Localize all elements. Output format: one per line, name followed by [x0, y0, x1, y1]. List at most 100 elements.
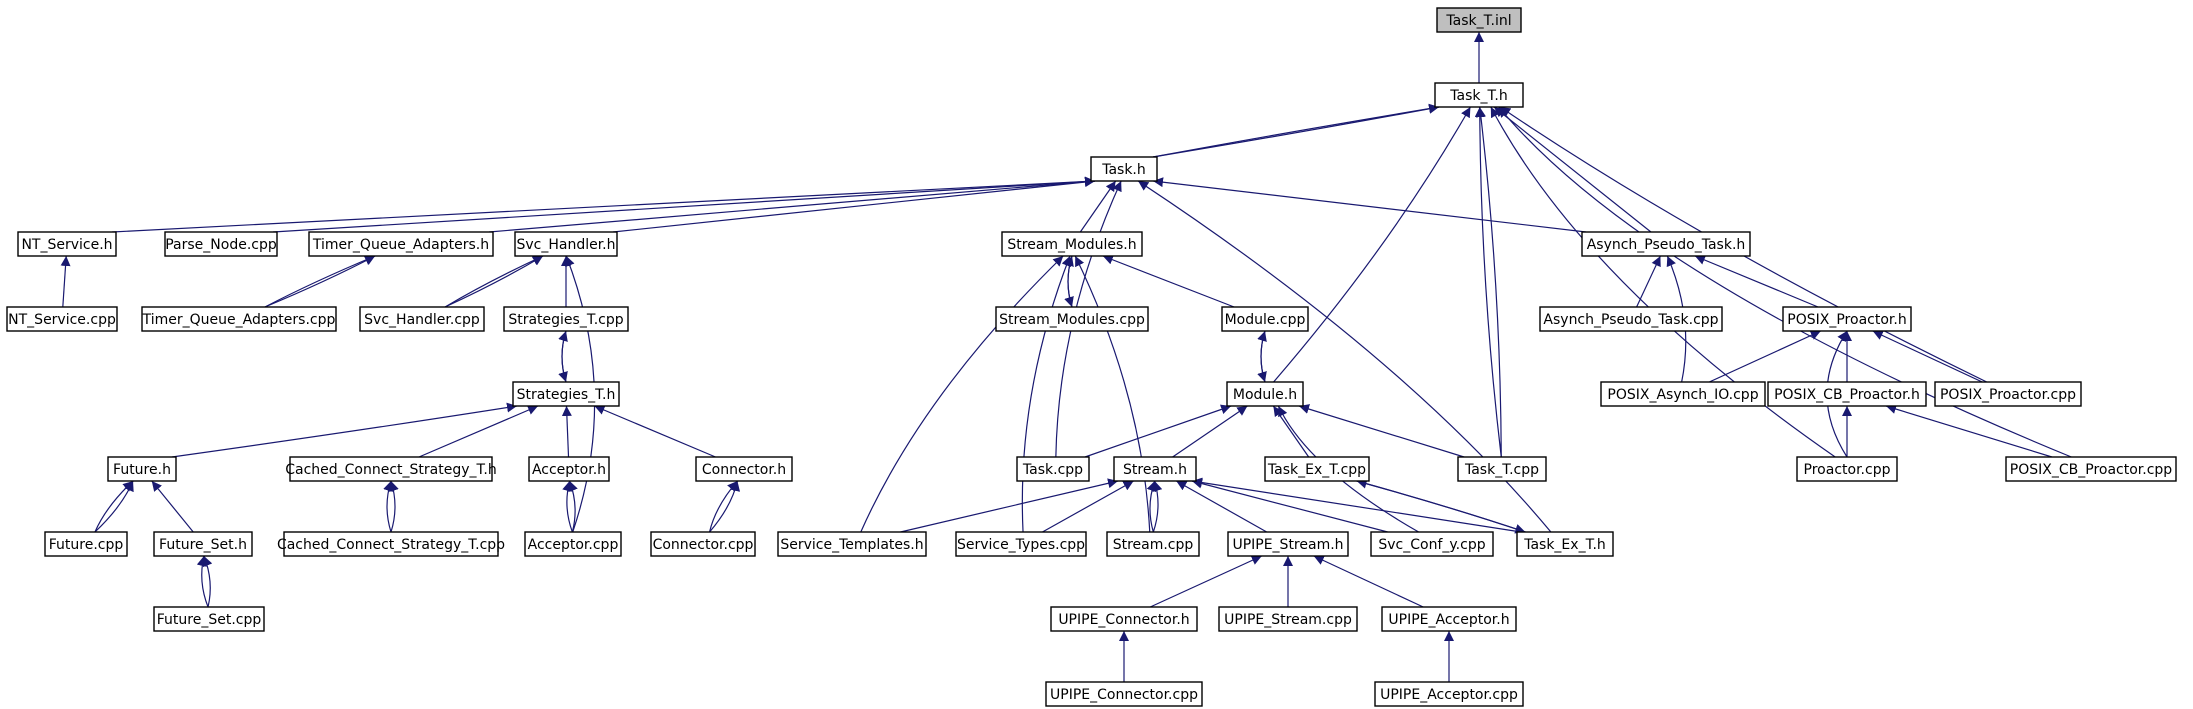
node-upipe-connector-cpp[interactable]: UPIPE_Connector.cpp	[1045, 681, 1203, 707]
node-svc-conf-y-cpp[interactable]: Svc_Conf_y.cpp	[1370, 531, 1494, 557]
node-nt-service-cpp[interactable]: NT_Service.cpp	[6, 306, 118, 332]
node-task-t-cpp[interactable]: Task_T.cpp	[1457, 456, 1547, 482]
edge-svc_handler_cpp-to-svc_handler_h	[444, 255, 544, 308]
node-asynch-pseudo-task-cpp[interactable]: Asynch_Pseudo_Task.cpp	[1539, 306, 1723, 332]
node-svc-handler-cpp[interactable]: Svc_Handler.cpp	[359, 306, 485, 332]
edge-service_types_cpp-to-stream_h	[1042, 480, 1134, 533]
node-nt-service-h[interactable]: NT_Service.h	[17, 231, 117, 257]
node-task-t-h[interactable]: Task_T.h	[1434, 82, 1524, 108]
node-upipe-stream-cpp[interactable]: UPIPE_Stream.cpp	[1218, 606, 1358, 632]
edge-future_set_h-to-future_h	[151, 480, 194, 533]
node-acceptor-cpp[interactable]: Acceptor.cpp	[524, 531, 622, 557]
node-module-cpp[interactable]: Module.cpp	[1221, 306, 1309, 332]
edge-svc_conf_y_cpp-to-stream_h	[1191, 478, 1388, 533]
edge-acceptor_h-to-strategies_t_h	[561, 405, 572, 458]
node-task-h[interactable]: Task.h	[1090, 156, 1158, 182]
node-box	[308, 231, 494, 257]
node-box	[1600, 381, 1766, 407]
node-box	[512, 381, 620, 407]
node-box	[1516, 531, 1614, 557]
edge-module_h-to-module_cpp	[1257, 330, 1267, 383]
node-label: UPIPE_Connector.h	[1058, 612, 1189, 628]
node-strategies-t-cpp[interactable]: Strategies_T.cpp	[503, 306, 629, 332]
node-ccs-t-cpp[interactable]: Cached_Connect_Strategy_T.cpp	[277, 531, 505, 557]
edge-task_cpp-to-module_h	[1084, 404, 1232, 458]
node-label: Task_T.cpp	[1464, 462, 1539, 478]
node-label: Stream_Modules.cpp	[999, 312, 1145, 328]
node-connector-h[interactable]: Connector.h	[695, 456, 793, 482]
node-box	[1370, 531, 1494, 557]
node-posix-proactor-h[interactable]: POSIX_Proactor.h	[1782, 306, 1912, 332]
node-ccs-t-h[interactable]: Cached_Connect_Strategy_T.h	[285, 456, 497, 482]
node-posix-cb-proactor-h[interactable]: POSIX_CB_Proactor.h	[1767, 381, 1927, 407]
edge-stream_cpp-to-stream_modules_h	[1074, 255, 1151, 533]
node-box	[1106, 531, 1200, 557]
node-task-cpp[interactable]: Task.cpp	[1016, 456, 1090, 482]
node-box	[2005, 456, 2177, 482]
node-acceptor-h[interactable]: Acceptor.h	[528, 456, 610, 482]
node-stream-modules-cpp[interactable]: Stream_Modules.cpp	[995, 306, 1149, 332]
edge-future_set_cpp-to-future_set_h	[202, 555, 213, 608]
node-box	[514, 231, 618, 257]
edge-tqa_h-to-task_h	[488, 176, 1096, 233]
node-service-templates-h[interactable]: Service_Templates.h	[777, 531, 927, 557]
node-label: Asynch_Pseudo_Task.cpp	[1543, 312, 1718, 328]
node-future-cpp[interactable]: Future.cpp	[44, 531, 128, 557]
node-stream-h[interactable]: Stream.h	[1113, 456, 1197, 482]
edge-future_h-to-strategies_t_h	[171, 402, 518, 458]
node-upipe-acceptor-h[interactable]: UPIPE_Acceptor.h	[1381, 606, 1517, 632]
node-future-h[interactable]: Future.h	[107, 456, 177, 482]
node-label: Connector.h	[702, 462, 786, 478]
node-label: Acceptor.h	[532, 462, 606, 478]
node-upipe-connector-h[interactable]: UPIPE_Connector.h	[1050, 606, 1198, 632]
node-upipe-acceptor-cpp[interactable]: UPIPE_Acceptor.cpp	[1374, 681, 1524, 707]
edge-future_cpp-to-future_h	[94, 480, 134, 533]
node-future-set-h[interactable]: Future_Set.h	[153, 531, 253, 557]
node-box	[44, 531, 128, 557]
edge-asynch_pseudo_task_cpp-to-asynch_pseudo_task_h	[1636, 255, 1661, 308]
edge-ccs_t_h-to-strategies_t_h	[418, 405, 539, 458]
edge-upipe_acceptor_h-to-upipe_stream_h	[1313, 555, 1424, 608]
node-task-ex-t-cpp[interactable]: Task_Ex_T.cpp	[1264, 456, 1370, 482]
node-tqa-cpp[interactable]: Timer_Queue_Adapters.cpp	[141, 306, 337, 332]
node-strategies-t-h[interactable]: Strategies_T.h	[512, 381, 620, 407]
node-posix-proactor-cpp[interactable]: POSIX_Proactor.cpp	[1934, 381, 2082, 407]
node-asynch-pseudo-task-h[interactable]: Asynch_Pseudo_Task.h	[1581, 231, 1751, 257]
node-box	[695, 456, 793, 482]
edge-task_ex_t_h-to-stream_h	[1191, 477, 1522, 533]
edge-task_ex_t_h-to-task_h	[1137, 180, 1552, 533]
node-task-ex-t-h[interactable]: Task_Ex_T.h	[1516, 531, 1614, 557]
node-upipe-stream-h[interactable]: UPIPE_Stream.h	[1227, 531, 1349, 557]
node-task-t-inl[interactable]: Task_T.inl	[1436, 7, 1522, 33]
node-box	[153, 531, 253, 557]
edge-ccs_t_cpp-to-ccs_t_h	[383, 480, 393, 533]
node-module-h[interactable]: Module.h	[1226, 381, 1304, 407]
node-label: Future_Set.cpp	[157, 612, 262, 628]
node-parse-node-cpp[interactable]: Parse_Node.cpp	[164, 231, 278, 257]
node-proactor-cpp[interactable]: Proactor.cpp	[1796, 456, 1898, 482]
node-label: Strategies_T.cpp	[508, 312, 623, 328]
node-service-types-cpp[interactable]: Service_Types.cpp	[955, 531, 1087, 557]
node-label: Module.cpp	[1225, 312, 1306, 328]
node-label: Module.h	[1233, 387, 1297, 403]
edge-acceptor_cpp-to-acceptor_h	[568, 480, 578, 533]
edge-posix_cb_proactor_cpp-to-task_t_h	[1498, 106, 2072, 458]
node-tqa-h[interactable]: Timer_Queue_Adapters.h	[308, 231, 494, 257]
node-stream-modules-h[interactable]: Stream_Modules.h	[1001, 231, 1143, 257]
node-box	[107, 456, 177, 482]
node-label: Acceptor.cpp	[528, 537, 619, 553]
node-label: POSIX_Asynch_IO.cpp	[1607, 387, 1758, 403]
node-label: Svc_Conf_y.cpp	[1378, 537, 1485, 553]
edge-ccs_t_cpp-to-ccs_t_h	[389, 480, 399, 533]
node-future-set-cpp[interactable]: Future_Set.cpp	[153, 606, 265, 632]
node-posix-cb-proactor-cpp[interactable]: POSIX_CB_Proactor.cpp	[2005, 456, 2177, 482]
node-svc-handler-h[interactable]: Svc_Handler.h	[514, 231, 618, 257]
node-stream-cpp[interactable]: Stream.cpp	[1106, 531, 1200, 557]
edge-connector_h-to-strategies_t_h	[594, 405, 716, 458]
node-label: Parse_Node.cpp	[165, 237, 277, 253]
node-posix-asynch-io-cpp[interactable]: POSIX_Asynch_IO.cpp	[1600, 381, 1766, 407]
node-box	[1581, 231, 1751, 257]
node-connector-cpp[interactable]: Connector.cpp	[650, 531, 756, 557]
node-label: Svc_Handler.h	[516, 237, 615, 253]
